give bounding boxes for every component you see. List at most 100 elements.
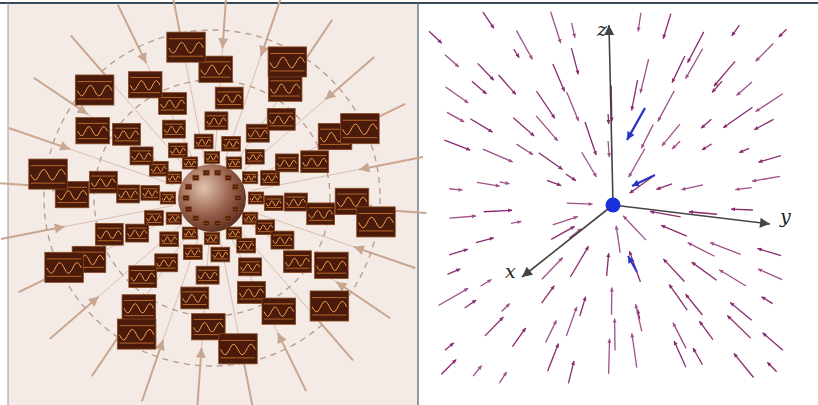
field-vector-head (615, 226, 619, 230)
field-vector-head (710, 242, 714, 246)
inward-arrowhead (77, 104, 88, 114)
field-vector-head (686, 294, 690, 298)
field-vector-head (688, 58, 692, 62)
field-vector (754, 119, 773, 129)
wave-box (246, 124, 269, 142)
field-vector-head (555, 344, 559, 348)
field-vector-head (734, 353, 738, 357)
inward-arrowhead (196, 348, 206, 358)
field-vector-head (607, 153, 611, 157)
field-vector (480, 280, 491, 287)
field-vector (732, 25, 740, 36)
field-vector (445, 55, 459, 67)
left-panel (8, 4, 418, 405)
field-vector (701, 119, 711, 128)
field-vector-head (681, 187, 685, 191)
wave-box (237, 282, 265, 304)
field-vector-head (515, 53, 519, 57)
field-vector (730, 302, 752, 320)
field-vector-head (508, 158, 512, 162)
wave-box (222, 136, 241, 151)
field-vector-head (495, 184, 499, 188)
wave-box (211, 247, 230, 262)
field-vector-head (606, 120, 610, 124)
field-vector-head (699, 321, 703, 325)
field-vector-head (712, 88, 716, 92)
wave-box (193, 216, 199, 221)
wave-box (155, 254, 178, 272)
field-vector-head (490, 24, 494, 28)
field-vector (512, 328, 525, 347)
field-vector-head (623, 216, 627, 220)
wave-box (225, 216, 231, 221)
field-vector-head (639, 89, 643, 93)
wave-box (159, 93, 187, 115)
field-vector (447, 269, 460, 274)
wave-box (95, 223, 123, 245)
field-vector (623, 216, 646, 240)
wave-box (310, 291, 349, 321)
field-vector (689, 212, 717, 214)
field-vector (547, 180, 561, 185)
field-vector (629, 149, 645, 177)
field-vector-head (669, 284, 673, 288)
field-vector-head (756, 57, 760, 61)
field-vector-head (737, 91, 741, 95)
field-vector-head (530, 132, 534, 136)
field-vector (758, 156, 781, 163)
wave-box (117, 319, 156, 349)
field-vector-head (559, 258, 563, 262)
wave-box (113, 123, 141, 145)
field-vector-head (558, 165, 562, 169)
wave-box (45, 252, 84, 282)
wave-box (226, 157, 241, 169)
wave-box (268, 47, 307, 77)
wave-box (168, 143, 187, 158)
inward-arrowhead (137, 52, 146, 63)
field-vector-head (466, 147, 470, 151)
inward-arrowhead (88, 296, 99, 306)
wave-box (183, 196, 189, 201)
field-vector (483, 12, 494, 28)
wave-box (215, 87, 243, 109)
field-vector (636, 304, 642, 331)
field-vector-head (758, 269, 762, 273)
field-vector (546, 320, 557, 342)
wave-box (186, 207, 192, 212)
field-vector (752, 176, 780, 181)
field-vector (656, 184, 672, 190)
field-vector-head (630, 189, 634, 193)
field-vector-head (779, 33, 783, 37)
field-vector-head (571, 361, 575, 365)
wave-box (215, 221, 221, 226)
field-vector-head (478, 366, 482, 370)
field-vector-head (761, 297, 765, 301)
field-vector (476, 238, 494, 243)
wave-box (117, 185, 140, 203)
wave-box (237, 238, 256, 253)
inward-arrowhead (59, 141, 70, 150)
field-vector (536, 91, 554, 118)
field-vector (737, 82, 752, 96)
field-vector-head (752, 179, 756, 183)
highlight-vector (627, 108, 645, 140)
field-vector (444, 140, 470, 150)
field-vector-head (575, 70, 579, 74)
dashed-shell (44, 30, 380, 366)
field-vector-head (593, 151, 597, 155)
field-vector-head (449, 343, 453, 347)
field-vector-head (658, 117, 662, 121)
x-axis (522, 205, 613, 277)
field-vector (756, 94, 783, 112)
field-vector (658, 91, 674, 122)
field-vector (446, 87, 469, 103)
field-vector-head (672, 145, 676, 149)
wave-box (341, 114, 380, 144)
field-vector (641, 125, 653, 149)
field-vector (757, 248, 781, 255)
field-vector (585, 122, 596, 155)
field-vector (758, 269, 782, 280)
field-vector-head (508, 208, 512, 212)
field-vector (483, 149, 513, 162)
